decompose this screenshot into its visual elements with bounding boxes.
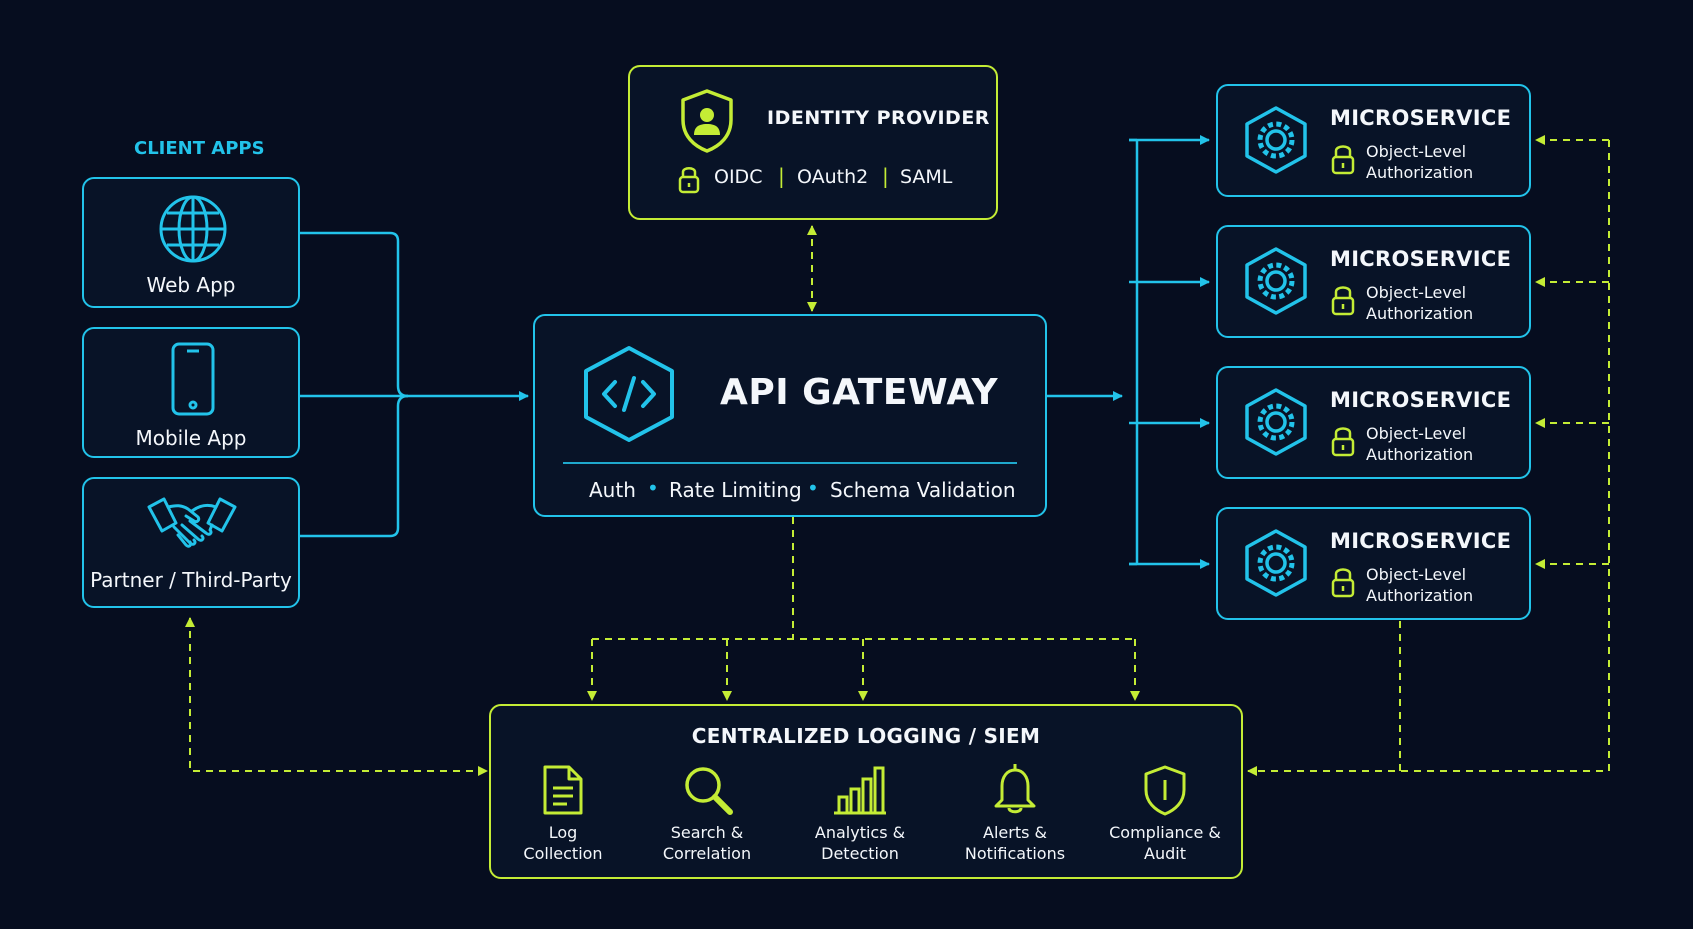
microservice-line1: Object-Level: [1366, 142, 1467, 161]
mobile-app-label: Mobile App: [135, 426, 247, 450]
microservice-card-4[interactable]: MICROSERVICE Object-Level Authorization: [1216, 507, 1531, 620]
microservice-title: MICROSERVICE: [1330, 247, 1512, 271]
lock-icon: [678, 167, 700, 194]
gear-hexagon-icon: [1245, 106, 1307, 174]
feature-auth: Auth: [589, 478, 636, 502]
microservice-title: MICROSERVICE: [1330, 106, 1512, 130]
microservice-line2: Authorization: [1366, 445, 1474, 464]
web-app-label: Web App: [146, 273, 236, 297]
logging-title: CENTRALIZED LOGGING / SIEM: [691, 724, 1041, 748]
log-item-label: Analytics & Detection: [814, 823, 906, 863]
bell-icon: [994, 764, 1036, 814]
partner-card[interactable]: Partner / Third-Party: [82, 477, 300, 608]
microservice-line2: Authorization: [1366, 304, 1474, 323]
client-apps-title: CLIENT APPS: [134, 138, 265, 159]
microservice-line2: Authorization: [1366, 163, 1474, 182]
web-app-card[interactable]: Web App: [82, 177, 300, 308]
gear-hexagon-icon: [1245, 247, 1307, 315]
link-web-to-gateway: [298, 231, 409, 398]
protocol-separator: |: [882, 164, 889, 188]
lock-icon: [1331, 568, 1355, 598]
feature-schema-validation: Schema Validation: [830, 478, 1016, 502]
lock-icon: [1331, 145, 1355, 175]
mobile-app-card[interactable]: Mobile App: [82, 327, 300, 458]
protocol-oidc: OIDC: [714, 166, 763, 188]
feature-separator: •: [647, 476, 659, 500]
link-partner-to-logging: [185, 617, 488, 776]
api-gateway-card[interactable]: API GATEWAY Auth • Rate Limiting • Schem…: [533, 314, 1047, 517]
protocol-oauth2: OAuth2: [797, 166, 869, 188]
gear-hexagon-icon: [1245, 529, 1307, 597]
lock-icon: [1331, 286, 1355, 316]
code-hexagon-icon: [584, 346, 674, 442]
document-icon: [543, 765, 583, 815]
microservice-line1: Object-Level: [1366, 424, 1467, 443]
feature-separator: •: [807, 476, 819, 500]
microservice-title: MICROSERVICE: [1330, 529, 1512, 553]
gear-hexagon-icon: [1245, 388, 1307, 456]
microservice-card-1[interactable]: MICROSERVICE Object-Level Authorization: [1216, 84, 1531, 197]
microservice-line1: Object-Level: [1366, 565, 1467, 584]
microservice-card-2[interactable]: MICROSERVICE Object-Level Authorization: [1216, 225, 1531, 338]
microservice-line1: Object-Level: [1366, 283, 1467, 302]
idp-title: IDENTITY PROVIDER: [767, 107, 990, 129]
protocol-saml: SAML: [900, 166, 953, 188]
log-item-label: Search & Correlation: [662, 823, 752, 863]
log-item-label: Compliance & Audit: [1109, 823, 1221, 863]
partner-label: Partner / Third-Party: [90, 568, 292, 592]
smartphone-icon: [171, 342, 215, 416]
magnifier-icon: [685, 767, 733, 815]
lock-icon: [1331, 427, 1355, 457]
microservice-card-3[interactable]: MICROSERVICE Object-Level Authorization: [1216, 366, 1531, 479]
log-item-label: Alerts & Notifications: [964, 823, 1066, 863]
log-item-label: Log Collection: [523, 823, 603, 863]
microservice-title: MICROSERVICE: [1330, 388, 1512, 412]
microservice-line2: Authorization: [1366, 586, 1474, 605]
protocol-separator: |: [778, 164, 785, 188]
link-services-to-logging: [1247, 140, 1610, 776]
services-bus: [1129, 138, 1139, 566]
link-partner-to-gateway: [298, 394, 409, 538]
feature-rate-limiting: Rate Limiting: [669, 478, 802, 502]
gateway-title: API GATEWAY: [720, 372, 999, 413]
bar-chart-icon: [834, 766, 886, 815]
identity-provider-card[interactable]: IDENTITY PROVIDER OIDC | OAuth2 | SAML: [628, 65, 998, 220]
shield-icon: [1144, 765, 1186, 816]
gateway-divider: [563, 462, 1017, 464]
globe-icon: [159, 195, 227, 263]
shield-user-icon: [681, 89, 733, 153]
handshake-icon: [147, 497, 237, 548]
logging-siem-card[interactable]: CENTRALIZED LOGGING / SIEM Log Collectio…: [489, 704, 1243, 879]
